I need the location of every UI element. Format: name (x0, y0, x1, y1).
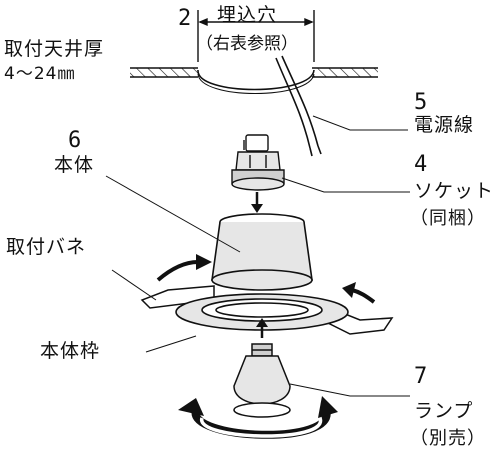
lamp-note: （別売） (410, 428, 486, 449)
lamp-number: 7 (414, 364, 428, 389)
body-illustration (211, 213, 313, 291)
lamp-label: ランプ (414, 400, 474, 422)
cutout-dimension (197, 10, 315, 62)
cutout-label: 埋込穴 (217, 4, 278, 26)
power-cable (275, 55, 322, 157)
cutout-number: 2 (178, 6, 192, 31)
ceiling-thickness-label: 取付天井厚 (4, 38, 105, 60)
socket-down-arrow (251, 192, 263, 213)
spring-label: 取付バネ (6, 236, 87, 258)
socket-note: （同梱） (410, 208, 486, 229)
cable-label: 電源線 (414, 114, 475, 136)
cutout-hole (197, 69, 315, 94)
cutout-note: （右表参照） (196, 34, 298, 54)
push-up-arrow-icon (256, 318, 268, 338)
body-number: 6 (68, 128, 82, 153)
ceiling-panel (130, 67, 378, 78)
cable-number: 5 (414, 90, 428, 115)
frame-label: 本体枠 (40, 340, 101, 362)
rotate-arrow-icon (178, 396, 338, 439)
socket-label: ソケット (414, 180, 495, 202)
ceiling-thickness-range: 4～24㎜ (4, 64, 76, 84)
lamp-illustration (233, 343, 291, 418)
leader-lines (105, 115, 410, 397)
socket-illustration (231, 134, 285, 191)
body-label: 本体 (54, 154, 95, 176)
spring-swing-arrow-icon (156, 254, 376, 304)
socket-number: 4 (414, 152, 428, 177)
